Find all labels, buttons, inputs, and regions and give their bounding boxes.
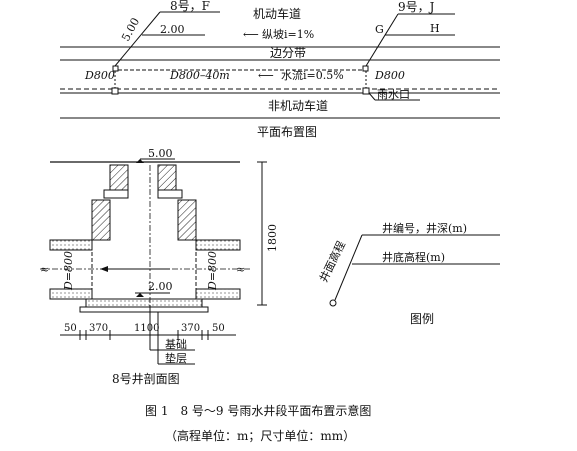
chimney-cap-right <box>157 189 183 199</box>
chimney-right <box>157 164 177 194</box>
plan-title: 平面布置图 <box>257 125 317 139</box>
section-top-elev: 5.00 <box>148 147 173 160</box>
legend-leader <box>334 234 363 301</box>
legend: 井编号，井深(m) 井底高程(m) 井面高程 图例 <box>316 221 500 326</box>
cushion-slab <box>79 306 209 313</box>
slope-label: 纵坡i=1% <box>262 28 314 41</box>
flow-label: 水流i=0.5% <box>281 68 344 82</box>
well-8-leader <box>114 11 161 67</box>
break-mark-left-icon: ≈ <box>40 263 49 276</box>
pipe-left-label: D800 <box>84 69 115 82</box>
foundation-label: 基础 <box>165 338 187 351</box>
legend-title: 图例 <box>410 312 434 326</box>
inlet-right <box>362 87 370 95</box>
dim-1100: 1100 <box>134 323 159 334</box>
inlet-left <box>111 87 119 95</box>
pipe-top-left <box>49 239 93 251</box>
wall-left <box>91 199 111 241</box>
break-mark-right-icon: ≈ <box>236 263 245 276</box>
dim-50-left: 50 <box>64 323 77 334</box>
top-elev-triangle <box>136 159 144 163</box>
bottom-elev-triangle <box>136 293 144 297</box>
dim-370-right: 370 <box>181 323 200 334</box>
dim-50-right: 50 <box>212 323 225 334</box>
well-9-leader <box>365 13 399 67</box>
slope-arrow-icon: ⟵ <box>243 28 259 41</box>
cushion-label: 垫层 <box>165 351 187 365</box>
foundation-slab <box>85 298 203 308</box>
legend-id-depth: 井编号，井深(m) <box>382 221 467 235</box>
legend-bottom-elev: 井底高程(m) <box>382 250 445 264</box>
pipe-mid-label: D800–40m <box>169 69 230 82</box>
inlet-leader <box>368 92 376 101</box>
legend-rim-elev: 井面高程 <box>316 239 348 285</box>
wall-right <box>177 199 197 241</box>
well-8-rim-elev: 5.00 <box>119 16 142 44</box>
plan-view: 8号，F 2.00 5.00 9号，J G H 机动车道 纵坡i=1% ⟵ 边分… <box>60 0 500 139</box>
section-title: 8号井剖面图 <box>112 372 180 386</box>
flow-arrow-head <box>100 266 108 272</box>
divider-label: 边分带 <box>270 46 306 60</box>
figure-caption: 图 1 8 号～9 号雨水井段平面布置示意图 <box>145 403 371 418</box>
section-height-dim: 1800 <box>266 224 279 252</box>
chimney-cap-left <box>103 189 129 199</box>
well-8-bottom-elev: 2.00 <box>160 23 185 36</box>
section-view: 5.00 D=800 D=800 2.00 ≈ ≈ <box>40 147 279 386</box>
well-9-marker <box>362 65 369 72</box>
pipe-right-label: D800 <box>374 69 405 82</box>
well-9-rim-elev: G <box>375 23 384 36</box>
well-9-bottom-elev: H <box>430 22 440 35</box>
nonmotor-lane-label: 非机动车道 <box>268 98 328 113</box>
well-9-label: 9号，J <box>398 0 435 14</box>
pipe-d-left: D=800 <box>62 251 75 291</box>
flow-arrow-icon: ⟵ <box>258 69 274 82</box>
motor-lane-label: 机动车道 <box>253 6 301 21</box>
dim-370-left: 370 <box>89 323 108 334</box>
chimney-left <box>109 164 129 194</box>
pipe-d-right: D=800 <box>206 251 219 291</box>
figure-units: （高程单位：m；尺寸单位：mm） <box>165 428 355 443</box>
well-8-label: 8号，F <box>170 0 210 13</box>
inlet-label: 雨水口 <box>377 88 410 101</box>
section-bottom-elev: 2.00 <box>148 280 173 293</box>
pipe-top-right <box>195 239 241 251</box>
legend-well-symbol <box>329 299 337 307</box>
